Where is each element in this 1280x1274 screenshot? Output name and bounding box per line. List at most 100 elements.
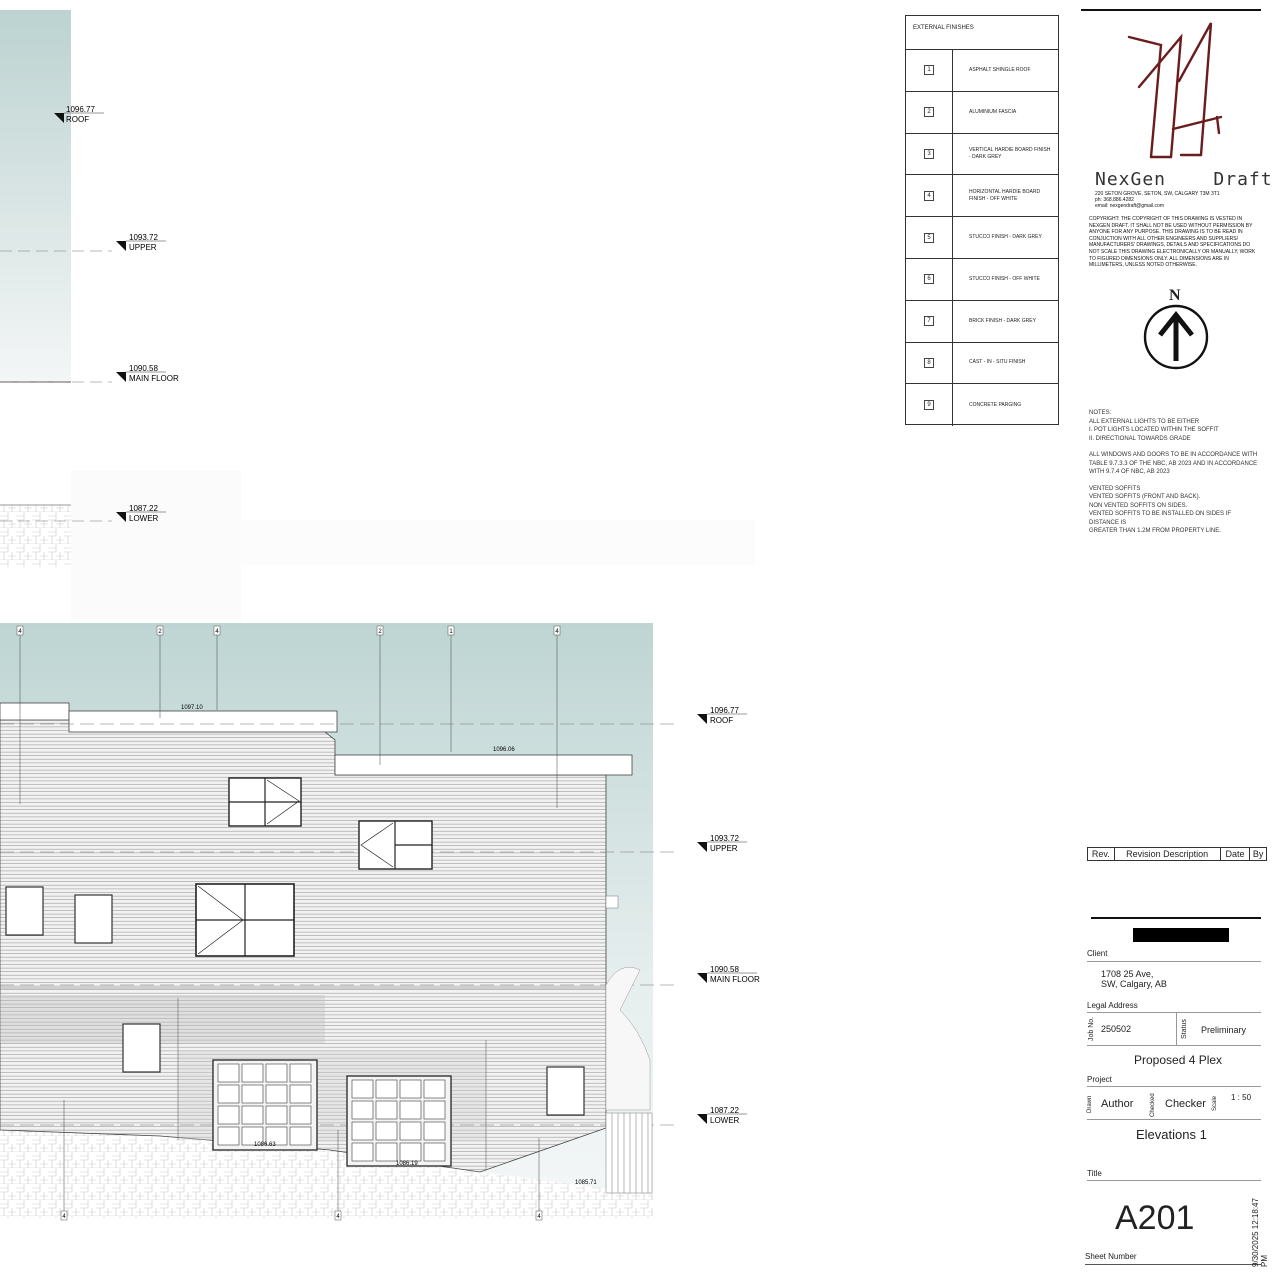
company-name: NexGen Draft xyxy=(1095,169,1273,190)
svg-text:1: 1 xyxy=(449,629,453,635)
level-value: 1093.72 xyxy=(710,834,739,843)
level-marker-bottom-lower: 1087.22 LOWER xyxy=(697,1106,747,1125)
sheet-title: Elevations 1 xyxy=(1136,1127,1207,1142)
company-logo xyxy=(1127,22,1223,159)
level-marker-top-lower: 1087.22 LOWER xyxy=(116,504,166,523)
spot-level: 1097.10 xyxy=(181,705,203,711)
project-label: Project xyxy=(1087,1075,1112,1084)
drawn-by: Author xyxy=(1101,1098,1134,1110)
svg-text:4: 4 xyxy=(62,1214,66,1220)
status-label: Status xyxy=(1181,1019,1188,1039)
rev-desc-header: Revision Description xyxy=(1115,848,1221,860)
level-name: MAIN FLOOR xyxy=(129,374,179,383)
finishes-title: EXTERNAL FINISHES xyxy=(906,16,1058,50)
callout-tag: 4 xyxy=(334,1130,342,1221)
level-marker-bottom-roof: 1096.77 ROOF xyxy=(697,706,747,725)
svg-text:4: 4 xyxy=(555,629,559,635)
callout-tag: 4 xyxy=(213,625,221,710)
elevation-drawing: 1096.77 ROOF 1093.72 UPPER 1090.58 MAIN … xyxy=(0,10,760,1221)
level-name: UPPER xyxy=(129,243,157,252)
spot-levels: 1097.10 1096.06 1086.63 1086.19 1085.71 xyxy=(181,705,597,1186)
callout-tag: 2 xyxy=(156,625,164,718)
svg-text:2: 2 xyxy=(378,629,382,635)
garage-door-right xyxy=(346,1075,452,1167)
level-marker-top-roof: 1096.77 ROOF xyxy=(54,105,104,124)
copyright-note: COPYRIGHT: THE COPYRIGHT OF THIS DRAWING… xyxy=(1089,216,1256,269)
upper-elevation xyxy=(0,10,755,620)
level-value: 1096.77 xyxy=(710,706,739,715)
title-block-rule xyxy=(1091,917,1261,919)
scale-value: 1 : 50 xyxy=(1231,1093,1252,1102)
print-timestamp: 9/30/2025 12:18:47 PM xyxy=(1251,1198,1269,1267)
window-upper-left xyxy=(228,777,302,827)
top-rule xyxy=(1081,9,1261,11)
level-value: 1096.77 xyxy=(66,105,95,114)
title-block: NexGen Draft 220 SETON GROVE, SETON, SW,… xyxy=(1081,9,1272,1271)
level-marker-bottom-main: 1090.58 MAIN FLOOR xyxy=(697,965,760,984)
callout-tag: 1 xyxy=(447,625,455,752)
level-name: MAIN FLOOR xyxy=(710,975,760,984)
level-value: 1093.72 xyxy=(129,233,158,242)
level-name: ROOF xyxy=(66,115,89,124)
company-contact: 220 SETON GROVE, SETON, SW, CALGARY T3M … xyxy=(1095,191,1220,209)
legal-address-label: Legal Address xyxy=(1087,1001,1138,1010)
svg-text:4: 4 xyxy=(18,629,22,635)
address-line-2: SW, Calgary, AB xyxy=(1101,979,1167,989)
level-value: 1090.58 xyxy=(129,364,158,373)
level-name: LOWER xyxy=(710,1116,740,1125)
level-name: LOWER xyxy=(129,514,159,523)
window-upper-right xyxy=(358,820,433,870)
finish-callouts-top: 4 2 4 2 1 4 xyxy=(16,625,561,808)
callout-tag: 4 xyxy=(16,625,24,804)
scale-label: Scale xyxy=(1212,1095,1218,1111)
spot-level: 1085.71 xyxy=(575,1180,597,1186)
rev-by-header: By xyxy=(1252,849,1264,859)
level-value: 1087.22 xyxy=(129,504,158,513)
callout-tag: 4 xyxy=(60,1100,68,1221)
window-lower-right xyxy=(546,1066,585,1116)
spot-level: 1086.63 xyxy=(254,1142,276,1148)
sheet-number-label: Sheet Number xyxy=(1085,1252,1137,1261)
client-label: Client xyxy=(1087,949,1108,958)
title-label: Title xyxy=(1087,1169,1102,1178)
spot-level: 1086.19 xyxy=(396,1161,418,1167)
north-arrow-icon xyxy=(1143,304,1209,370)
rev-header: Rev. xyxy=(1088,848,1115,860)
checked-by: Checker xyxy=(1165,1098,1206,1110)
job-no-label: Job No. xyxy=(1088,1016,1095,1041)
client-redaction xyxy=(1133,928,1229,942)
finish-callouts-bottom: 4 4 4 xyxy=(60,1100,543,1221)
window-main-mid xyxy=(74,894,113,944)
callout-tag: 2 xyxy=(376,625,384,765)
callout-tag: 4 xyxy=(553,625,561,808)
svg-text:4: 4 xyxy=(215,629,219,635)
level-value: 1087.22 xyxy=(710,1106,739,1115)
window-lower-left xyxy=(122,1023,161,1073)
rev-date-header: Date xyxy=(1221,848,1251,860)
drawn-label: Drawn xyxy=(1087,1095,1093,1113)
job-number: 250502 xyxy=(1101,1024,1132,1034)
address-line-1: 1708 25 Ave, xyxy=(1101,969,1154,979)
window-main-large xyxy=(195,883,295,957)
north-label: N xyxy=(1169,287,1181,304)
level-value: 1090.58 xyxy=(710,965,739,974)
status-value: Preliminary xyxy=(1201,1025,1247,1035)
project-name: Proposed 4 Plex xyxy=(1134,1053,1223,1067)
svg-text:4: 4 xyxy=(336,1214,340,1220)
level-name: ROOF xyxy=(710,716,733,725)
revision-table-header: Rev. Revision Description Date By xyxy=(1087,847,1267,861)
level-name: UPPER xyxy=(710,844,738,853)
level-marker-top-upper: 1093.72 UPPER xyxy=(116,233,166,252)
checked-label: Checked xyxy=(1150,1093,1156,1117)
garage-door-left xyxy=(212,1059,318,1151)
level-marker-bottom-upper: 1093.72 UPPER xyxy=(697,834,747,853)
